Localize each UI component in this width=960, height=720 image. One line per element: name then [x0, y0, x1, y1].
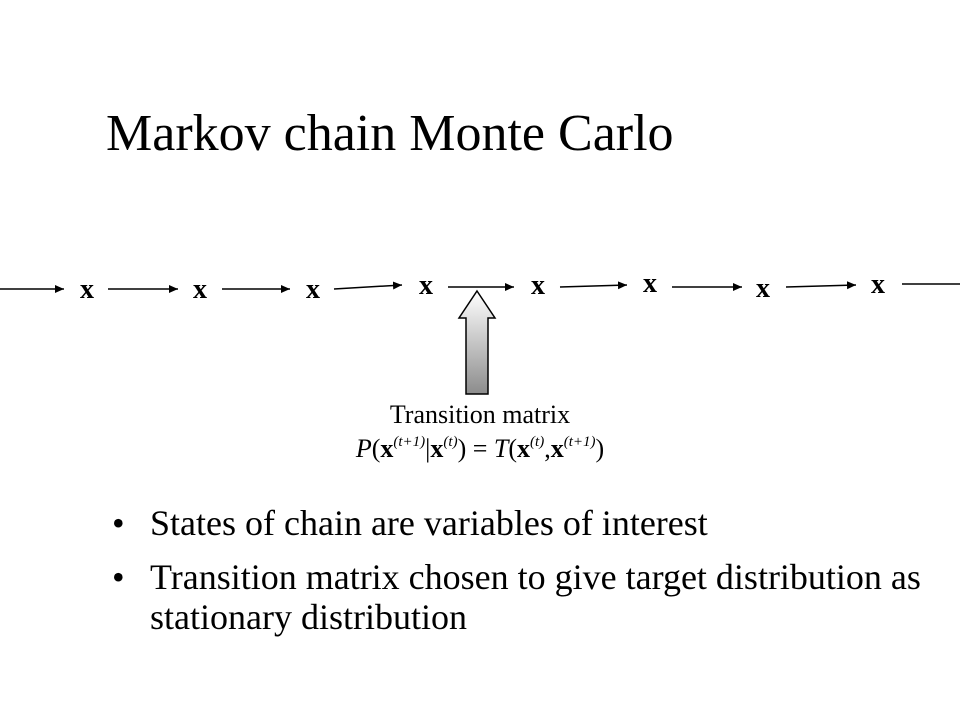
chain-state-3: x — [306, 274, 320, 305]
chain-arrow-8 — [785, 281, 857, 290]
transition-up-arrow — [457, 289, 497, 395]
chain-state-8: x — [871, 269, 885, 300]
chain-arrow-6 — [559, 281, 628, 290]
chain-state-6: x — [643, 268, 657, 299]
caption-title: Transition matrix — [389, 400, 571, 429]
slide-title: Markov chain Monte Carlo — [106, 105, 674, 162]
chain-arrow-4 — [333, 281, 403, 290]
chain-state-4: x — [419, 270, 433, 301]
bullet-dot: • — [112, 557, 125, 597]
bullet-text: States of chain are variables of interes… — [150, 503, 708, 543]
transition-formula: P(x(t+1)|x(t)) = T(x(t),x(t+1)) — [355, 434, 605, 463]
bullet-list: • States of chain are variables of inter… — [112, 503, 932, 651]
bullet-item: • States of chain are variables of inter… — [112, 503, 932, 543]
bullet-item: • Transition matrix chosen to give targe… — [112, 557, 932, 637]
chain-state-5: x — [531, 270, 545, 301]
bullet-text: Transition matrix chosen to give target … — [150, 557, 921, 637]
chain-state-2: x — [193, 274, 207, 305]
bullet-dot: • — [112, 503, 125, 543]
chain-state-7: x — [756, 273, 770, 304]
chain-state-1: x — [80, 274, 94, 305]
